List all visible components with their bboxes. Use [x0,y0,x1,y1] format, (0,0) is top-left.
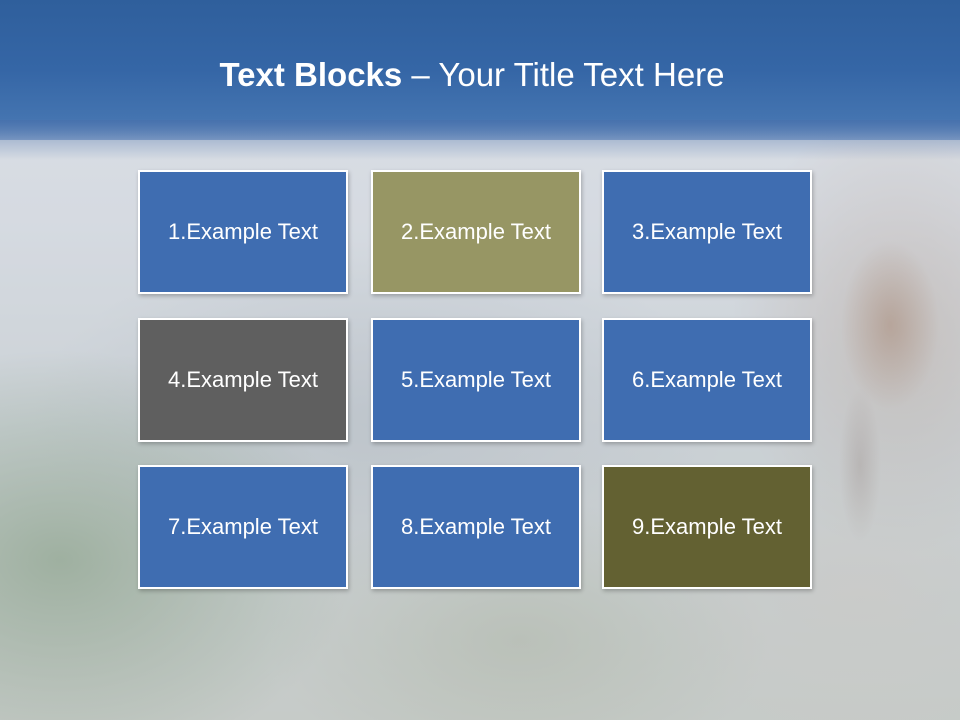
text-block-6[interactable]: 6.Example Text [602,318,812,442]
text-block-4[interactable]: 4.Example Text [138,318,348,442]
text-block-label: 5.Example Text [400,367,551,392]
text-block-label: 4.Example Text [167,367,318,392]
title-separator: – [402,56,439,93]
text-blocks-grid: 1.Example Text 2.Example Text 3.Example … [138,170,816,594]
title-bar [0,0,960,140]
text-block-3[interactable]: 3.Example Text [602,170,812,294]
text-block-label: 8.Example Text [400,514,551,539]
title-bold-part: Text Blocks [219,56,403,93]
text-block-label: 1.Example Text [167,219,318,244]
text-block-9[interactable]: 9.Example Text [602,465,812,589]
text-block-label: 9.Example Text [631,514,782,539]
slide-title: Text Blocks – Your Title Text Here [0,52,944,98]
text-block-label: 6.Example Text [631,367,782,392]
text-block-2[interactable]: 2.Example Text [371,170,581,294]
text-block-8[interactable]: 8.Example Text [371,465,581,589]
text-block-label: 7.Example Text [167,514,318,539]
text-block-label: 3.Example Text [631,219,782,244]
llama-image [800,215,950,555]
text-block-5[interactable]: 5.Example Text [371,318,581,442]
title-rest: Your Title Text Here [438,56,725,93]
text-block-7[interactable]: 7.Example Text [138,465,348,589]
text-block-1[interactable]: 1.Example Text [138,170,348,294]
text-block-label: 2.Example Text [400,219,551,244]
title-bar-fade [0,120,960,160]
